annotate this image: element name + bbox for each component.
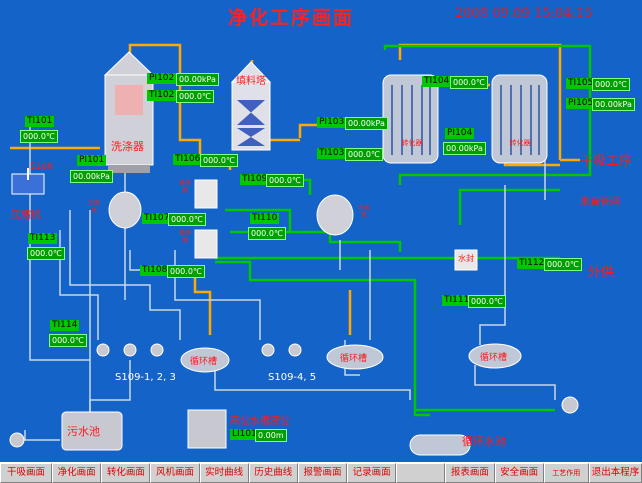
pi102-value: 00.00kPa bbox=[176, 73, 219, 86]
ti101-tag: TI101 bbox=[25, 116, 55, 127]
scrubber-vessel bbox=[103, 51, 155, 173]
ti110-tag: TI110 bbox=[250, 213, 280, 224]
scrubber-label: 洗涤器 bbox=[111, 140, 144, 153]
circulating-tank-3 bbox=[468, 343, 522, 369]
pi105-tag: PI105 bbox=[566, 98, 596, 109]
pi104-tag: PI104 bbox=[445, 128, 475, 139]
nav-realtime-trend[interactable]: 实时曲线 bbox=[199, 463, 249, 483]
ti107-value: 000.0℃ bbox=[168, 213, 206, 226]
ti107-tag: TI107 bbox=[142, 213, 172, 224]
ti102-value: 000.0℃ bbox=[176, 90, 214, 103]
nav-history-trend[interactable]: 历史曲线 bbox=[248, 463, 298, 483]
heat-exchanger-1-label: 换热器 bbox=[178, 180, 191, 194]
high-water-tank bbox=[187, 409, 227, 449]
li101-value: 0.00m bbox=[255, 429, 287, 442]
ti110-value: 000.0℃ bbox=[248, 227, 286, 240]
nav-report[interactable]: 报表画面 bbox=[445, 463, 495, 483]
pi101-tag: PI101 bbox=[77, 155, 107, 166]
ti109-value: 000.0℃ bbox=[266, 174, 304, 187]
ti112-value: 000.0℃ bbox=[544, 258, 582, 271]
packed-tower-label: 填料塔 bbox=[236, 76, 266, 87]
ti108-value: 000.0℃ bbox=[167, 265, 205, 278]
process-diagram bbox=[9, 43, 592, 456]
heat-exchanger-2-label: 换热器 bbox=[178, 230, 191, 244]
pi101-value: 00.00kPa bbox=[70, 170, 113, 183]
circulating-pool bbox=[409, 434, 471, 456]
converter-1-label: 转化器 bbox=[401, 139, 423, 147]
ti105-value: 000.0℃ bbox=[592, 78, 630, 91]
converter-2 bbox=[491, 74, 548, 164]
pi102-tag: PI102 bbox=[147, 73, 177, 84]
ti112-tag: TI112 bbox=[517, 258, 547, 269]
circulating-tank-2 bbox=[326, 344, 384, 370]
nav-drying-absorption[interactable]: 干吸画面 bbox=[0, 463, 53, 483]
ti101-value: 000.0℃ bbox=[20, 130, 58, 143]
ti106-tag: TI106 bbox=[173, 154, 203, 165]
water-seal bbox=[454, 249, 478, 271]
converter-2-label: 转化器 bbox=[509, 139, 531, 147]
heat-exchanger-2 bbox=[194, 229, 218, 259]
s106-label: S106 bbox=[30, 162, 53, 172]
pi103-value: 00.00kPa bbox=[345, 117, 388, 130]
nav-safety[interactable]: 安全画面 bbox=[494, 463, 544, 483]
circulating-tank-1-label: 循环槽 bbox=[190, 357, 218, 367]
converter-1 bbox=[382, 74, 439, 164]
nav-alarm[interactable]: 报警画面 bbox=[297, 463, 348, 483]
circulating-pool-label: 循环水池 bbox=[462, 435, 506, 448]
ti104-value: 000.0℃ bbox=[450, 76, 488, 89]
li101-tag: LI101 bbox=[230, 429, 259, 440]
ti113-tag: TI113 bbox=[28, 233, 58, 244]
pi105-value: 00.00kPa bbox=[592, 98, 635, 111]
water-seal-label: 水封 bbox=[458, 254, 474, 263]
to-dry-process-label: 干吸工序 bbox=[580, 154, 633, 169]
ti102-tag: TI102 bbox=[147, 90, 177, 101]
nav-conversion[interactable]: 转化画面 bbox=[101, 463, 151, 483]
ti103-tag: TI103 bbox=[317, 148, 347, 159]
nav-blower[interactable]: 风机画面 bbox=[150, 463, 200, 483]
ti111-value: 000.0℃ bbox=[468, 295, 506, 308]
cooler-2-label: 冷风机 bbox=[357, 205, 370, 219]
nav-purification[interactable]: 净化画面 bbox=[52, 463, 102, 483]
ti114-tag: TI114 bbox=[50, 320, 80, 331]
cooler-1-label: 冷风机 bbox=[87, 200, 100, 214]
cooler-drum-2 bbox=[316, 194, 354, 236]
bottom-nav-bar: 干吸画面 净化画面 转化画面 风机画面 实时曲线 历史曲线 报警画面 记录画面 … bbox=[0, 462, 642, 483]
packed-tower-vessel bbox=[230, 61, 272, 151]
ti111-tag: TI111 bbox=[442, 295, 472, 306]
sewage-tank-label: 污水池 bbox=[67, 425, 100, 438]
datetime-display: 2008-09-09 15:04:15 bbox=[455, 6, 593, 21]
cooler-drum-1 bbox=[108, 191, 142, 229]
circulating-tank-2-label: 循环槽 bbox=[340, 354, 368, 364]
pi103-tag: PI103 bbox=[317, 117, 347, 128]
high-water-tank-label: 高位水槽液位 bbox=[230, 416, 290, 427]
pi104-value: 00.00kPa bbox=[443, 142, 486, 155]
export-label: 外供 bbox=[588, 265, 615, 280]
heat-exchanger-1 bbox=[194, 179, 218, 209]
ti104-tag: TI104 bbox=[422, 76, 452, 87]
circulating-tank-1 bbox=[180, 347, 230, 373]
nav-process-action[interactable]: 工艺作用 bbox=[543, 463, 589, 483]
ti106-value: 000.0℃ bbox=[200, 154, 238, 167]
ti114-value: 000.0℃ bbox=[49, 334, 87, 347]
circulating-tank-3-label: 循环槽 bbox=[480, 353, 508, 363]
ti105-tag: TI105 bbox=[566, 78, 596, 89]
ti108-tag: TI108 bbox=[140, 265, 170, 276]
nav-record[interactable]: 记录画面 bbox=[347, 463, 397, 483]
pump-group-1-label: S109-1, 2, 3 bbox=[115, 372, 176, 383]
nav-blank bbox=[396, 463, 446, 483]
ti109-tag: TI109 bbox=[240, 174, 270, 185]
ti113-value: 000.0℃ bbox=[27, 247, 65, 260]
nav-exit[interactable]: 退出本程序 bbox=[588, 463, 642, 483]
tap-water-label: 来自管网 bbox=[580, 197, 620, 208]
sewage-tank bbox=[61, 411, 123, 451]
compressor-label: 压缩机 bbox=[11, 210, 41, 221]
screen-title: 净化工序画面 bbox=[228, 7, 355, 29]
ti103-value: 000.0℃ bbox=[345, 148, 383, 161]
pump-group-2-label: S109-4, 5 bbox=[268, 372, 317, 383]
